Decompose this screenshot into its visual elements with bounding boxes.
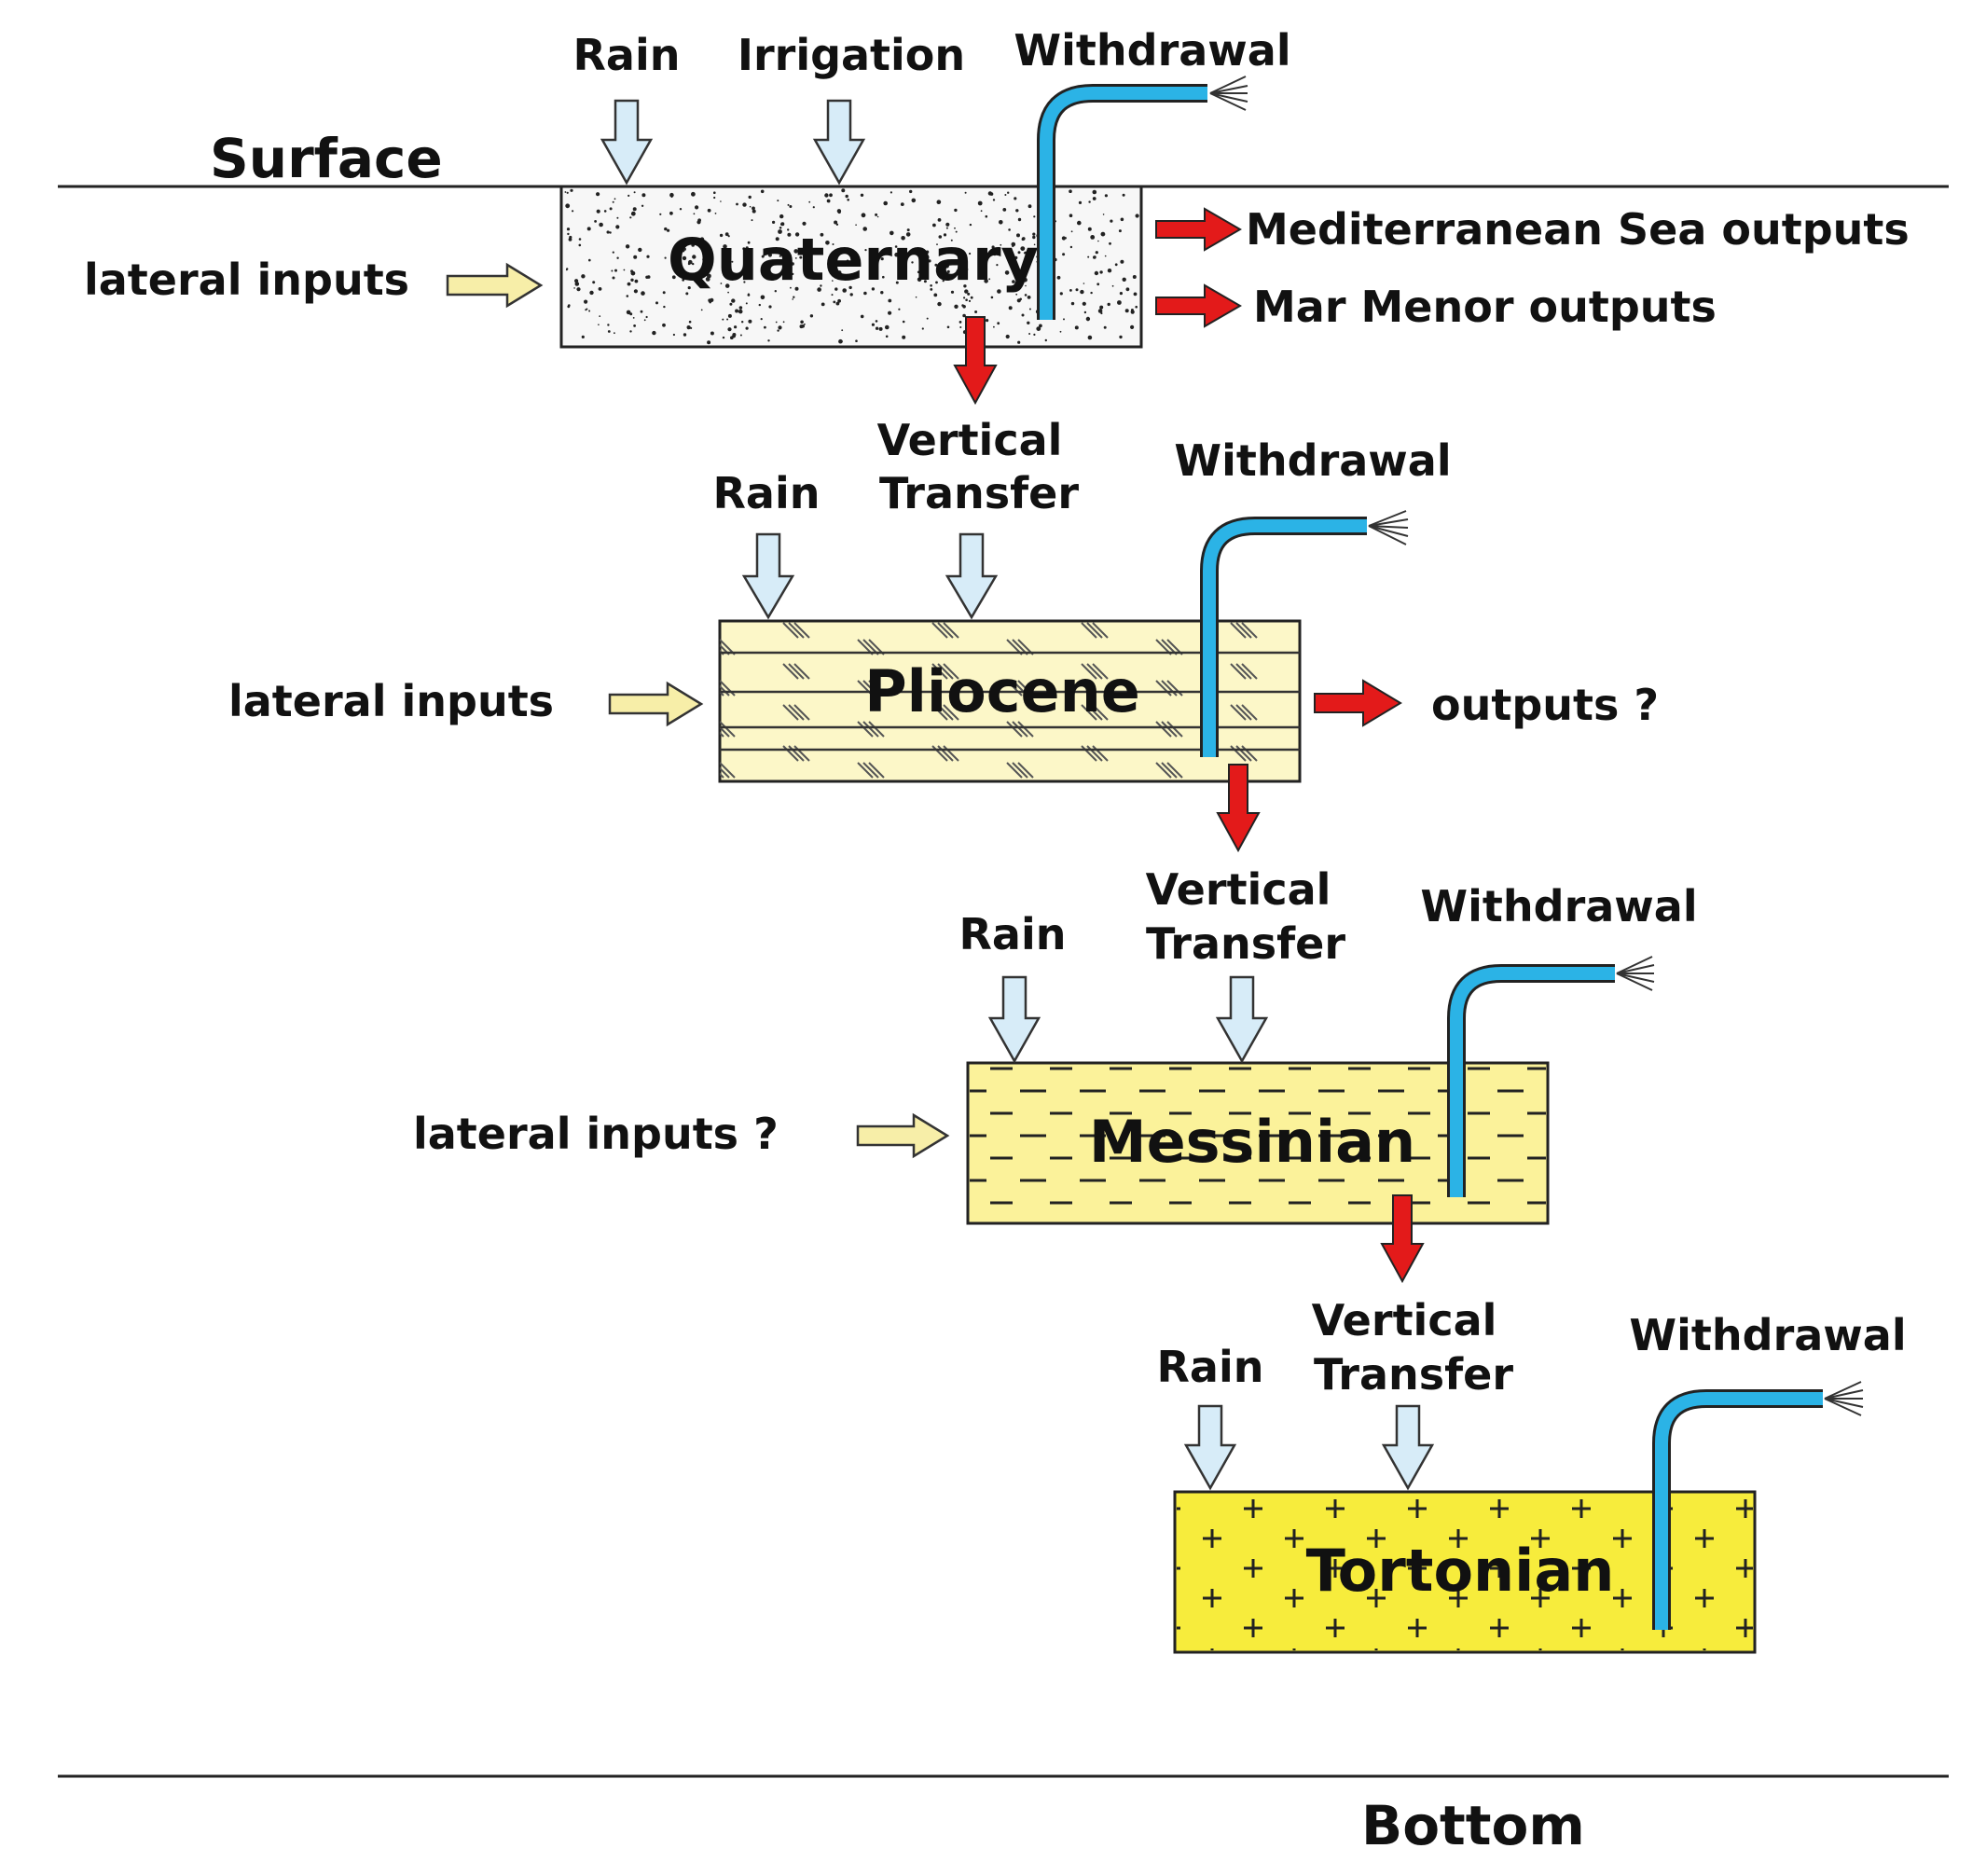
spray-icon: [1616, 956, 1655, 991]
mediterranean-output-label: Mediterranean Sea outputs: [1246, 204, 1910, 255]
rain-label: Rain: [713, 468, 821, 518]
lateral-input-arrow: [446, 262, 544, 309]
layer-quaternary: Quaternary Rain Irrigation Withdrawal la…: [84, 25, 1910, 406]
bottom-label: Bottom: [1361, 1794, 1585, 1857]
withdrawal-pipe: [1037, 84, 1207, 320]
layer-name: Messinian: [1089, 1108, 1415, 1176]
output-arrow: [1155, 283, 1242, 328]
vertical-transfer-input-arrow: [1381, 1404, 1435, 1491]
withdrawal-label: Withdrawal: [1629, 1310, 1906, 1360]
spray-icon: [1209, 76, 1248, 111]
spray-icon: [1824, 1381, 1864, 1416]
layer-name: Pliocene: [864, 657, 1140, 725]
layer-tortonian: Tortonian Rain Vertical Transfer Withdra…: [1157, 1295, 1907, 1654]
rain-label: Rain: [959, 909, 1067, 959]
layer-pliocene: Pliocene Rain Vertical Transfer Withdraw…: [228, 415, 1659, 853]
vertical-transfer-input-arrow: [945, 532, 999, 620]
surface-label: Surface: [210, 127, 443, 190]
rain-arrow: [741, 532, 795, 620]
rain-label: Rain: [573, 30, 681, 80]
output-arrow: [1314, 679, 1402, 727]
outputs-label: outputs ?: [1431, 680, 1659, 730]
vertical-transfer-input-arrow: [1215, 975, 1269, 1064]
withdrawal-label: Withdrawal: [1174, 435, 1451, 486]
vertical-transfer-label: Transfer: [1146, 918, 1345, 969]
vertical-transfer-label: Vertical: [877, 415, 1063, 465]
spray-icon: [1368, 510, 1409, 545]
vertical-transfer-arrow: [1380, 1194, 1425, 1284]
quaternary-box: [559, 185, 1143, 349]
vertical-transfer-arrow: [953, 316, 998, 406]
mar-menor-output-label: Mar Menor outputs: [1253, 282, 1717, 332]
rain-arrow: [987, 975, 1041, 1064]
irrigation-arrow: [812, 99, 866, 186]
rain-arrow: [600, 99, 654, 186]
withdrawal-label: Withdrawal: [1420, 881, 1697, 931]
withdrawal-pipe: [1200, 517, 1367, 757]
vertical-transfer-label: Transfer: [1314, 1349, 1513, 1400]
withdrawal-pipe: [1447, 964, 1615, 1197]
vertical-transfer-label: Vertical: [1146, 864, 1331, 915]
rain-arrow: [1183, 1404, 1237, 1491]
layer-messinian: Messinian Rain Vertical Transfer Withdra…: [413, 864, 1698, 1284]
lateral-input-arrow: [856, 1112, 950, 1159]
lateral-input-arrow: [608, 681, 704, 727]
layer-name: Tortonian: [1306, 1537, 1615, 1605]
lateral-inputs-label: lateral inputs: [228, 676, 554, 726]
withdrawal-pipe: [1652, 1389, 1823, 1630]
output-arrow: [1155, 207, 1242, 252]
vertical-transfer-label: Transfer: [879, 468, 1079, 518]
irrigation-label: Irrigation: [738, 30, 965, 80]
layer-name: Quaternary: [668, 226, 1039, 294]
lateral-inputs-label: lateral inputs ?: [413, 1109, 779, 1159]
vertical-transfer-arrow: [1216, 764, 1261, 853]
rain-label: Rain: [1157, 1342, 1264, 1392]
withdrawal-label: Withdrawal: [1014, 25, 1290, 76]
lateral-inputs-label: lateral inputs: [84, 255, 409, 305]
vertical-transfer-label: Vertical: [1312, 1295, 1497, 1345]
